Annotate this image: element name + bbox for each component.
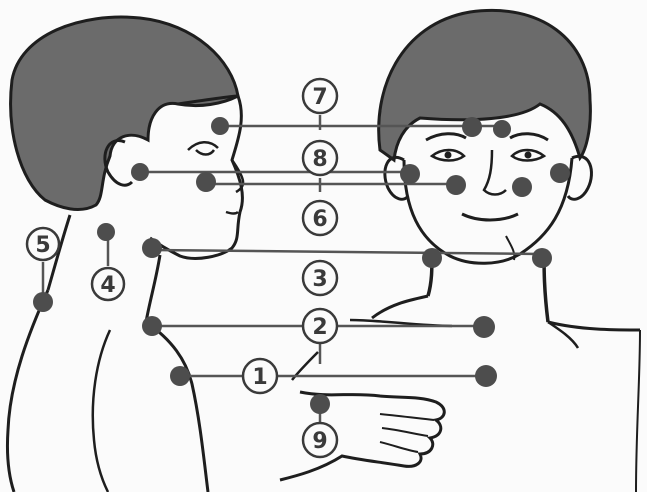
front-pupil-left	[445, 152, 452, 159]
label-5-text: 5	[35, 233, 50, 258]
front-nose	[484, 150, 506, 195]
label-9: 9	[303, 423, 337, 457]
point-6-right-a	[446, 175, 466, 195]
front-face-outline	[404, 158, 572, 263]
point-3-right-a	[422, 248, 442, 268]
point-2-left	[142, 316, 162, 336]
point-1-right	[475, 365, 497, 387]
point-6-left	[196, 172, 216, 192]
label-1-text: 1	[252, 365, 267, 390]
connector-lines	[43, 115, 540, 422]
point-5	[33, 292, 53, 312]
front-mouth	[462, 214, 518, 220]
point-2-right	[473, 316, 495, 338]
point-7-right-a	[462, 117, 482, 137]
profile-mouth	[226, 212, 238, 214]
front-brows	[426, 134, 548, 140]
profile-arm	[93, 330, 110, 492]
label-6: 6	[303, 201, 337, 235]
profile-chest	[146, 322, 208, 492]
point-8-right-a	[400, 164, 420, 184]
front-hair	[379, 10, 591, 160]
point-6-right-b	[512, 177, 532, 197]
point-7-right-b	[493, 120, 511, 138]
connector-3	[152, 250, 540, 254]
profile-eye	[188, 142, 218, 154]
label-9-text: 9	[312, 429, 327, 454]
point-3-left	[142, 238, 162, 258]
label-1: 1	[243, 359, 277, 393]
front-torso-right	[636, 330, 640, 492]
label-4: 4	[92, 268, 124, 300]
label-3-text: 3	[312, 267, 327, 292]
point-4	[97, 223, 115, 241]
label-7: 7	[303, 79, 337, 113]
label-3: 3	[303, 261, 337, 295]
hand-fingers	[380, 414, 434, 452]
front-figure	[350, 10, 640, 492]
label-8-text: 8	[312, 147, 327, 172]
front-neck	[428, 250, 548, 322]
label-5: 5	[27, 228, 59, 260]
point-9	[310, 394, 330, 414]
label-8: 8	[303, 141, 337, 175]
profile-face-outline	[150, 96, 242, 258]
point-1-left	[170, 366, 190, 386]
label-4-text: 4	[100, 273, 115, 298]
point-7-left	[211, 117, 229, 135]
point-8-left	[131, 163, 149, 181]
label-6-text: 6	[312, 207, 327, 232]
label-7-text: 7	[312, 85, 327, 110]
point-3-right-b	[532, 248, 552, 268]
label-2: 2	[303, 309, 337, 343]
front-collar	[350, 320, 578, 348]
front-pupil-right	[525, 152, 532, 159]
profile-back	[7, 290, 48, 492]
point-8-right-b	[550, 163, 570, 183]
label-2-text: 2	[312, 315, 327, 340]
hand	[280, 352, 444, 480]
